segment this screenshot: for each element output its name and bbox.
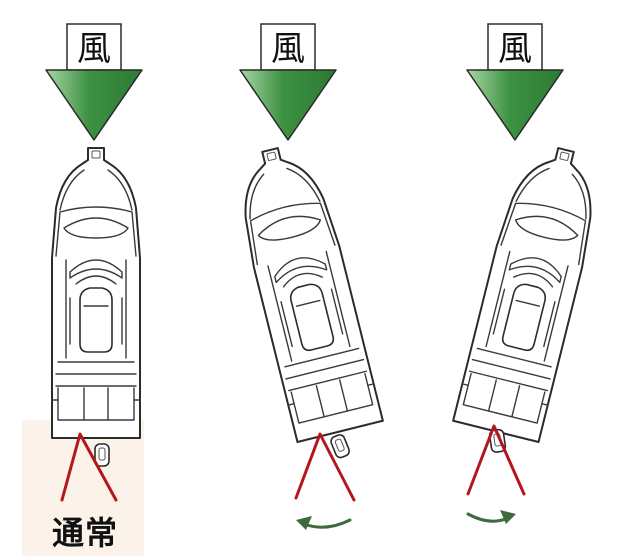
wind-arrow: 風 [45,23,143,141]
turn-arrow [296,516,352,530]
prop-wash-lines [466,424,526,496]
wind-label: 風 [271,29,305,69]
panel-normal: 風 [45,23,143,502]
prop-wash-lines [60,432,118,502]
turn-arrow [466,510,516,524]
panel-drive-right: 風 [226,23,384,530]
outboard-motor [328,432,352,460]
panel-drive-left: 風 [452,23,610,524]
wind-label: 風 [77,29,111,69]
boat [51,147,141,439]
caption-background [22,420,144,556]
caption-normal: 通常 [52,514,119,552]
boat [452,138,610,444]
wind-arrow: 風 [466,23,564,141]
wind-label: 風 [498,29,532,69]
prop-wash-lines [294,432,356,502]
boat [226,138,384,444]
wind-arrow: 風 [239,23,337,141]
